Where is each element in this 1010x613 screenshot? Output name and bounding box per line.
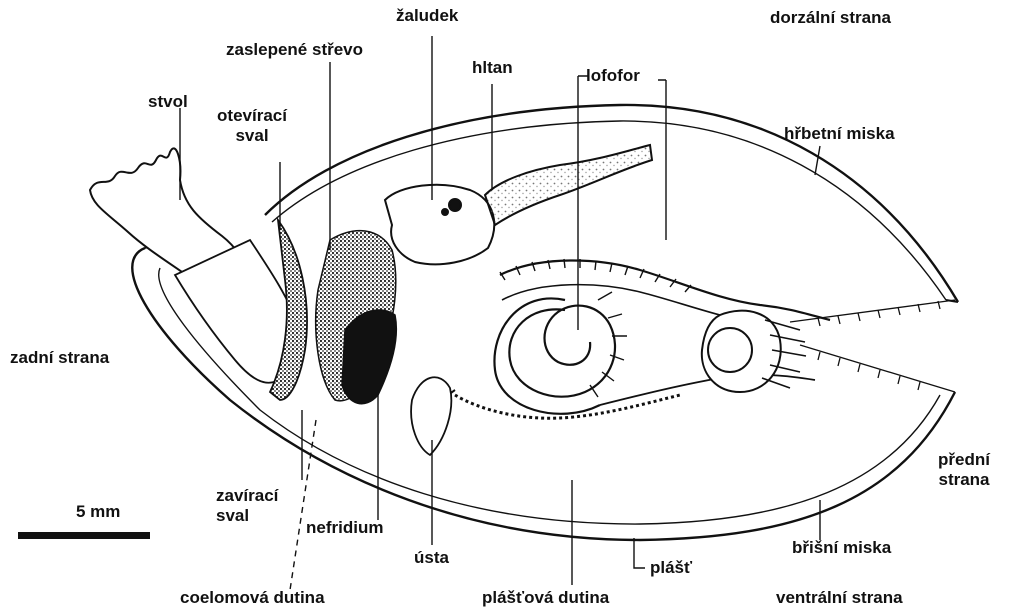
brachial-loop <box>702 311 806 392</box>
coelom-interior <box>316 231 397 404</box>
label-predni-strana: přední strana <box>926 450 1002 489</box>
scale-label: 5 mm <box>76 502 120 522</box>
label-zaviraci-sval: zavírací sval <box>216 486 278 525</box>
label-nefridium: nefridium <box>306 518 383 538</box>
mouth-region <box>411 377 451 455</box>
lophophore-cirri <box>500 259 691 397</box>
label-usta: ústa <box>414 548 449 568</box>
label-zaslepene-strevo: zaslepené střevo <box>226 40 363 60</box>
label-plast: plášť <box>650 558 692 578</box>
pharynx <box>485 145 652 225</box>
label-predni-strana-line1: přední <box>926 450 1002 470</box>
label-plastova-dutina: plášťová dutina <box>482 588 609 608</box>
label-coelomova-dutina: coelomová dutina <box>180 588 325 608</box>
label-ventralni-strana: ventrální strana <box>776 588 903 608</box>
label-zadni-strana: zadní strana <box>10 348 109 368</box>
label-oteviraci-sval: otevírací sval <box>210 106 294 145</box>
mantle-canals <box>790 300 955 392</box>
stomach <box>385 185 494 265</box>
label-dorzalni-strana: dorzální strana <box>770 8 891 28</box>
label-zaviraci-sval-line1: zavírací <box>216 486 278 506</box>
scale-bar <box>18 532 150 539</box>
label-predni-strana-line2: strana <box>926 470 1002 490</box>
label-zaviraci-sval-line2: sval <box>216 506 278 526</box>
label-zaludek: žaludek <box>396 6 458 26</box>
label-hrbetni-miska: hřbetní miska <box>784 124 895 144</box>
label-oteviraci-sval-line1: otevírací <box>210 106 294 126</box>
label-lofofor: lofofor <box>586 66 640 86</box>
label-oteviraci-sval-line2: sval <box>210 126 294 146</box>
label-hltan: hltan <box>472 58 513 78</box>
label-stvol: stvol <box>148 92 188 112</box>
label-brisni-miska: břišní miska <box>792 538 891 558</box>
